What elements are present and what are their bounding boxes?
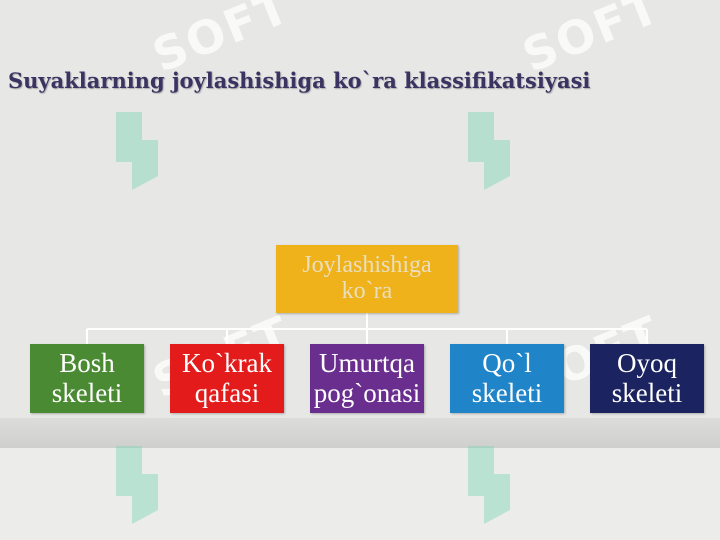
shadow-band xyxy=(0,418,720,448)
child-node-kokrak-qafasi: Ko`krak qafasi xyxy=(170,344,284,413)
watermark-logo-icon xyxy=(116,112,158,190)
root-node-label: Joylashishiga ko`ra xyxy=(302,252,432,304)
child-node-label: Umurtqa pog`onasi xyxy=(313,348,421,408)
child-node-umurtqa-pogonasi: Umurtqa pog`onasi xyxy=(310,344,424,413)
watermark-logo-icon xyxy=(468,112,510,190)
child-node-label: Bosh skeleti xyxy=(51,348,123,408)
watermark-logo-icon xyxy=(116,446,158,524)
page-title: Suyaklarning joylashishiga ko`ra klassif… xyxy=(8,68,591,93)
lower-area xyxy=(0,448,720,540)
child-node-qol-skeleti: Qo`l skeleti xyxy=(450,344,564,413)
child-node-oyoq-skeleti: Oyoq skeleti xyxy=(590,344,704,413)
root-node: Joylashishiga ko`ra xyxy=(276,245,458,313)
child-node-label: Ko`krak qafasi xyxy=(182,348,272,408)
child-node-label: Qo`l skeleti xyxy=(471,348,543,408)
watermark-logo-icon xyxy=(468,446,510,524)
child-node-label: Oyoq skeleti xyxy=(611,348,683,408)
child-node-bosh-skeleti: Bosh skeleti xyxy=(30,344,144,413)
